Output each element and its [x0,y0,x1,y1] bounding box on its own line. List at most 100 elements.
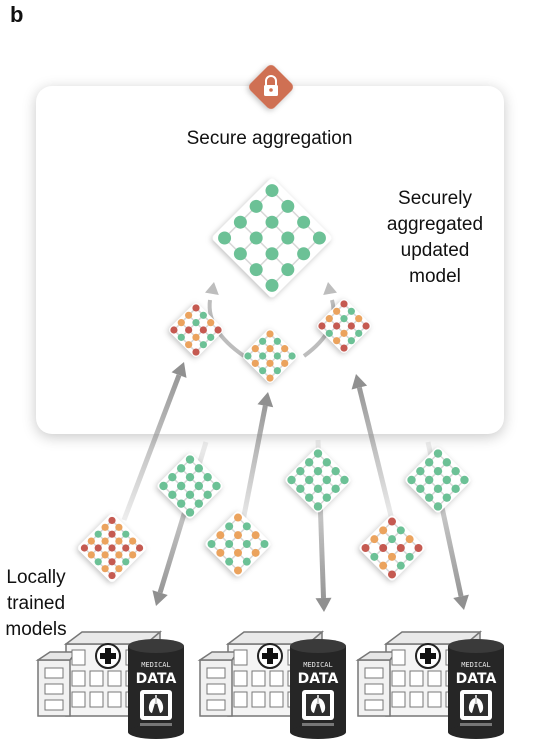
arrow-head [205,282,219,296]
model-node [115,565,123,573]
upload-arrow [239,392,274,527]
model-node [176,481,186,491]
building-window [409,670,424,687]
received-model [317,299,371,353]
model-node [273,367,281,375]
building-window [71,670,86,687]
model-node [281,263,295,277]
lungs-icon [302,690,334,720]
model-node [313,466,323,476]
model-node [304,475,314,485]
db-label-top: MEDICAL [141,661,171,669]
model-card [359,515,425,581]
upload-arrow [351,374,395,521]
lung-right [319,698,326,713]
model-node [168,490,177,500]
model-node [433,502,443,511]
model-node [214,326,222,334]
locally-trained-models-label: Locally trained models [0,565,72,643]
model-node [249,263,263,277]
db-digit-strip [140,723,172,726]
model-node [194,464,204,473]
model-node [122,530,130,538]
model-node [101,551,109,559]
model-node [225,557,234,566]
lung-left [310,698,317,713]
model-node [322,458,332,467]
model-node [159,481,168,491]
model-node [281,199,295,213]
building-window [44,699,64,711]
global-model [212,178,332,298]
building-window [233,670,248,687]
building-window [409,691,424,708]
model-card [157,453,223,519]
model-node [225,540,234,548]
model-node [203,490,212,500]
model-node [234,531,242,540]
model-node [170,326,178,334]
model-node [259,352,267,360]
model-node [388,552,396,561]
db-label-main: DATA [136,671,177,687]
model-node [177,333,185,341]
model-node [225,522,234,531]
lung-left [148,698,155,713]
model-node [212,481,221,491]
model-node [108,558,116,566]
lock-icon [249,65,293,109]
received-model [169,303,223,357]
model-node [115,523,123,531]
model-node [260,540,269,548]
model-node [296,466,305,476]
model-node [281,359,289,367]
model-node [122,558,130,566]
medical-cross-icon [257,643,283,669]
model-node [251,548,260,557]
model-card [205,511,271,577]
model-node [451,484,460,494]
model-node [322,475,332,485]
model-node [185,326,193,334]
local-label-line: Locally [6,567,66,588]
secure-aggregation-title: Secure aggregation [186,128,353,149]
db-label-main: DATA [298,671,339,687]
model-node [433,449,443,458]
model-node [242,522,251,531]
model-node [207,333,215,341]
model-node [312,231,326,245]
panel-label: b [10,2,24,27]
aggregated-model-label-line: Securely [398,188,472,209]
cross-horizontal [262,653,278,659]
building-window [71,691,86,708]
building-window [233,649,248,666]
model-card [405,447,471,513]
model-node [87,551,95,559]
model-node [265,278,279,292]
model-node [442,475,452,485]
model-node [101,537,109,545]
building-window [364,683,384,695]
model-node [251,531,260,540]
db-top [448,639,504,653]
model-card [169,303,223,357]
model-node [424,493,434,502]
model-node [313,449,323,458]
model-node [185,311,193,319]
wing-roof [197,651,240,661]
building-window [251,691,266,708]
model-node [199,341,207,349]
arrow-shaft [239,405,268,527]
building-window [206,683,226,695]
model-node [396,544,405,552]
model-node [379,544,388,552]
lung-left [468,698,475,713]
model-node [281,345,289,353]
local-label-line: models [5,619,67,640]
model-node [355,329,363,337]
model-node [185,508,195,517]
model-node [379,561,388,570]
local-model [78,514,146,582]
